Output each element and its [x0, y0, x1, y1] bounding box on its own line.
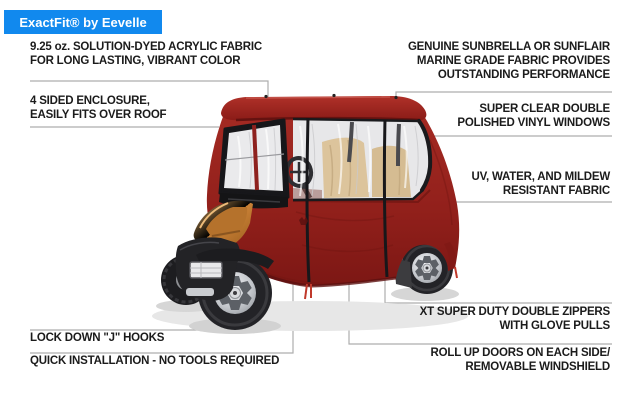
zipper-pulls — [304, 266, 458, 300]
front-door-zipper — [305, 117, 311, 283]
roof-under-shadow — [235, 116, 421, 122]
copper-hood — [193, 200, 253, 248]
callout-zippers-line2: WITH GLOVE PULLS — [499, 319, 610, 332]
callout-hooks: LOCK DOWN "J" HOOKS — [30, 332, 164, 346]
callout-hooks-line1: LOCK DOWN "J" HOOKS — [30, 332, 165, 344]
brand-badge-label: ExactFit® by Eevelle — [19, 14, 147, 30]
callout-zippers-line1: XT SUPER DUTY DOUBLE ZIPPERS — [419, 306, 611, 318]
callout-windows: SUPER CLEAR DOUBLE POLISHED VINYL WINDOW… — [457, 103, 610, 131]
callout-uv-line2: RESISTANT FABRIC — [502, 184, 610, 197]
callout-line-doors — [348, 273, 612, 345]
callout-windows-line1: SUPER CLEAR DOUBLE — [479, 103, 610, 115]
callout-zippers: XT SUPER DUTY DOUBLE ZIPPERS WITH GLOVE … — [419, 306, 611, 334]
door-emblem — [299, 217, 308, 225]
brand-badge: ExactFit® by Eevelle — [4, 10, 162, 34]
side-windows — [284, 117, 433, 202]
callout-sunbrella-line1: GENUINE SUNBRELLA OR SUNFLAIR — [407, 41, 610, 53]
callout-install: QUICK INSTALLATION - NO TOOLS REQUIRED — [30, 355, 279, 369]
callout-line-sunbrella — [395, 91, 612, 103]
callout-line-fabric — [30, 80, 269, 101]
front-windshield — [218, 118, 290, 209]
callout-enclosure: 4 SIDED ENCLOSURE, EASILY FITS OVER ROOF — [30, 95, 167, 123]
roof-snaps — [264, 93, 398, 100]
roof-highlight — [245, 96, 391, 99]
bottom-hem — [246, 265, 397, 288]
callout-fabric-line1: 9.25 oz. SOLUTION-DYED ACRYLIC FABRIC — [30, 41, 262, 53]
callout-enclosure-line1: 4 SIDED ENCLOSURE, — [30, 95, 150, 107]
callout-fabric: 9.25 oz. SOLUTION-DYED ACRYLIC FABRIC FO… — [30, 41, 262, 69]
callout-doors-line1: ROLL UP DOORS ON EACH SIDE/ — [430, 347, 611, 359]
callout-sunbrella-line3: OUTSTANDING PERFORMANCE — [437, 68, 610, 81]
window-sill-seam — [292, 189, 431, 204]
front-fascia — [175, 237, 274, 301]
rear-flap — [444, 242, 456, 271]
bumper-step — [186, 288, 214, 296]
callout-sunbrella: GENUINE SUNBRELLA OR SUNFLAIR MARINE GRA… — [408, 41, 610, 82]
roof — [221, 96, 427, 122]
door-zippers — [305, 117, 389, 283]
callout-fabric-line2: FOR LONG LASTING, VIBRANT COLOR — [30, 54, 241, 67]
callout-enclosure-line2: EASILY FITS OVER ROOF — [30, 108, 167, 121]
rear-wheel — [401, 242, 453, 294]
callout-sunbrella-line2: MARINE GRADE FABRIC PROVIDES — [416, 54, 610, 67]
callout-uv-line1: UV, WATER, AND MILDEW — [471, 171, 611, 183]
callout-doors: ROLL UP DOORS ON EACH SIDE/ REMOVABLE WI… — [430, 347, 611, 375]
rear-door-zipper — [382, 119, 389, 278]
callout-windows-line2: POLISHED VINYL WINDOWS — [457, 116, 610, 129]
front-seat — [322, 137, 369, 198]
callout-install-line1: QUICK INSTALLATION - NO TOOLS REQUIRED — [30, 355, 280, 367]
rear-seat — [372, 145, 411, 197]
callout-doors-line2: REMOVABLE WINDSHIELD — [465, 360, 610, 373]
seat-strut-2 — [396, 123, 401, 167]
callout-uv: UV, WATER, AND MILDEW RESISTANT FABRIC — [471, 171, 611, 199]
headlight — [189, 261, 223, 279]
seat-strut-1 — [347, 121, 354, 163]
